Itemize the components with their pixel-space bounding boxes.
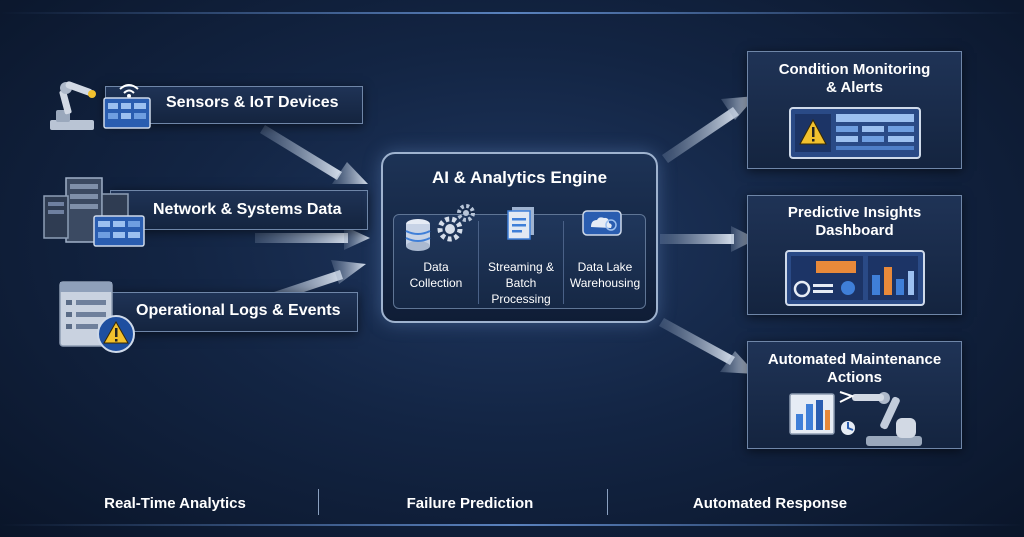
analytics-engine-box: AI & Analytics Engine Data Collection (381, 152, 658, 323)
alert-dashboard-icon (789, 107, 921, 159)
arrow-network-to-engine (255, 226, 370, 250)
output-title-monitoring: Condition Monitoring & Alerts (747, 61, 962, 97)
arrow-engine-to-insights (660, 226, 757, 252)
engine-section-data-collection: Data Collection (394, 204, 478, 310)
arrow-engine-to-maintenance (659, 318, 756, 374)
engine-section-2-line2: Batch Processing (491, 276, 551, 306)
input-box-logs (100, 292, 358, 332)
output-3-line1: Automated Maintenance (767, 351, 942, 368)
insights-dashboard-icon (785, 250, 925, 306)
bottom-divider-line (0, 524, 1024, 526)
output-3-line2: Actions (826, 369, 882, 386)
warning-icon (97, 315, 135, 353)
cloud-icon (582, 210, 622, 236)
engine-panel-divider (563, 221, 564, 304)
network-screen-icon (93, 215, 145, 247)
engine-section-3-line2: Warehousing (569, 276, 641, 290)
output-1-line2: & Alerts (826, 79, 883, 96)
engine-section-1-line2: Collection (409, 276, 463, 290)
engine-section-3-line1: Data Lake (577, 260, 633, 274)
engine-title: AI & Analytics Engine (431, 168, 608, 187)
database-icon (405, 219, 431, 251)
input-label-sensors: Sensors & IoT Devices (166, 94, 339, 111)
gears-icon (437, 204, 475, 242)
wifi-icon (119, 84, 139, 98)
output-1-line1: Condition Monitoring (778, 61, 931, 78)
top-divider-line (0, 12, 1024, 14)
engine-section-1-line1: Data (423, 260, 449, 274)
output-title-insights: Predictive Insights Dashboard (747, 204, 962, 240)
footer-divider (607, 489, 608, 515)
footer-real-time-analytics: Real-Time Analytics (104, 495, 246, 512)
output-2-line1: Predictive Insights (787, 204, 922, 221)
footer-failure-prediction: Failure Prediction (406, 495, 534, 512)
robot-arm-icon (50, 81, 96, 130)
document-icon (507, 207, 534, 240)
bar-chart-icon (789, 393, 835, 435)
engine-section-processing: Streaming & Batch Processing (479, 207, 563, 310)
output-2-line2: Dashboard (815, 222, 894, 239)
input-box-network (110, 190, 368, 230)
engine-section-2-line1: Streaming & (487, 260, 555, 274)
engine-section-data-lake: Data Lake Warehousing (563, 210, 647, 310)
engine-panel: Data Collection Streaming & Batch Proces… (393, 204, 647, 310)
input-label-network: Network & Systems Data (153, 201, 342, 218)
arrow-sensors-to-engine (260, 125, 368, 184)
output-title-maintenance: Automated Maintenance Actions (747, 351, 962, 387)
input-label-logs: Operational Logs & Events (136, 302, 341, 319)
footer-divider (318, 489, 319, 515)
arrow-engine-to-monitoring (662, 96, 756, 163)
engine-panel-divider (478, 221, 479, 304)
robot-arm-icon (839, 391, 922, 446)
footer-automated-response: Automated Response (692, 495, 848, 512)
device-screen-icon (103, 97, 151, 129)
